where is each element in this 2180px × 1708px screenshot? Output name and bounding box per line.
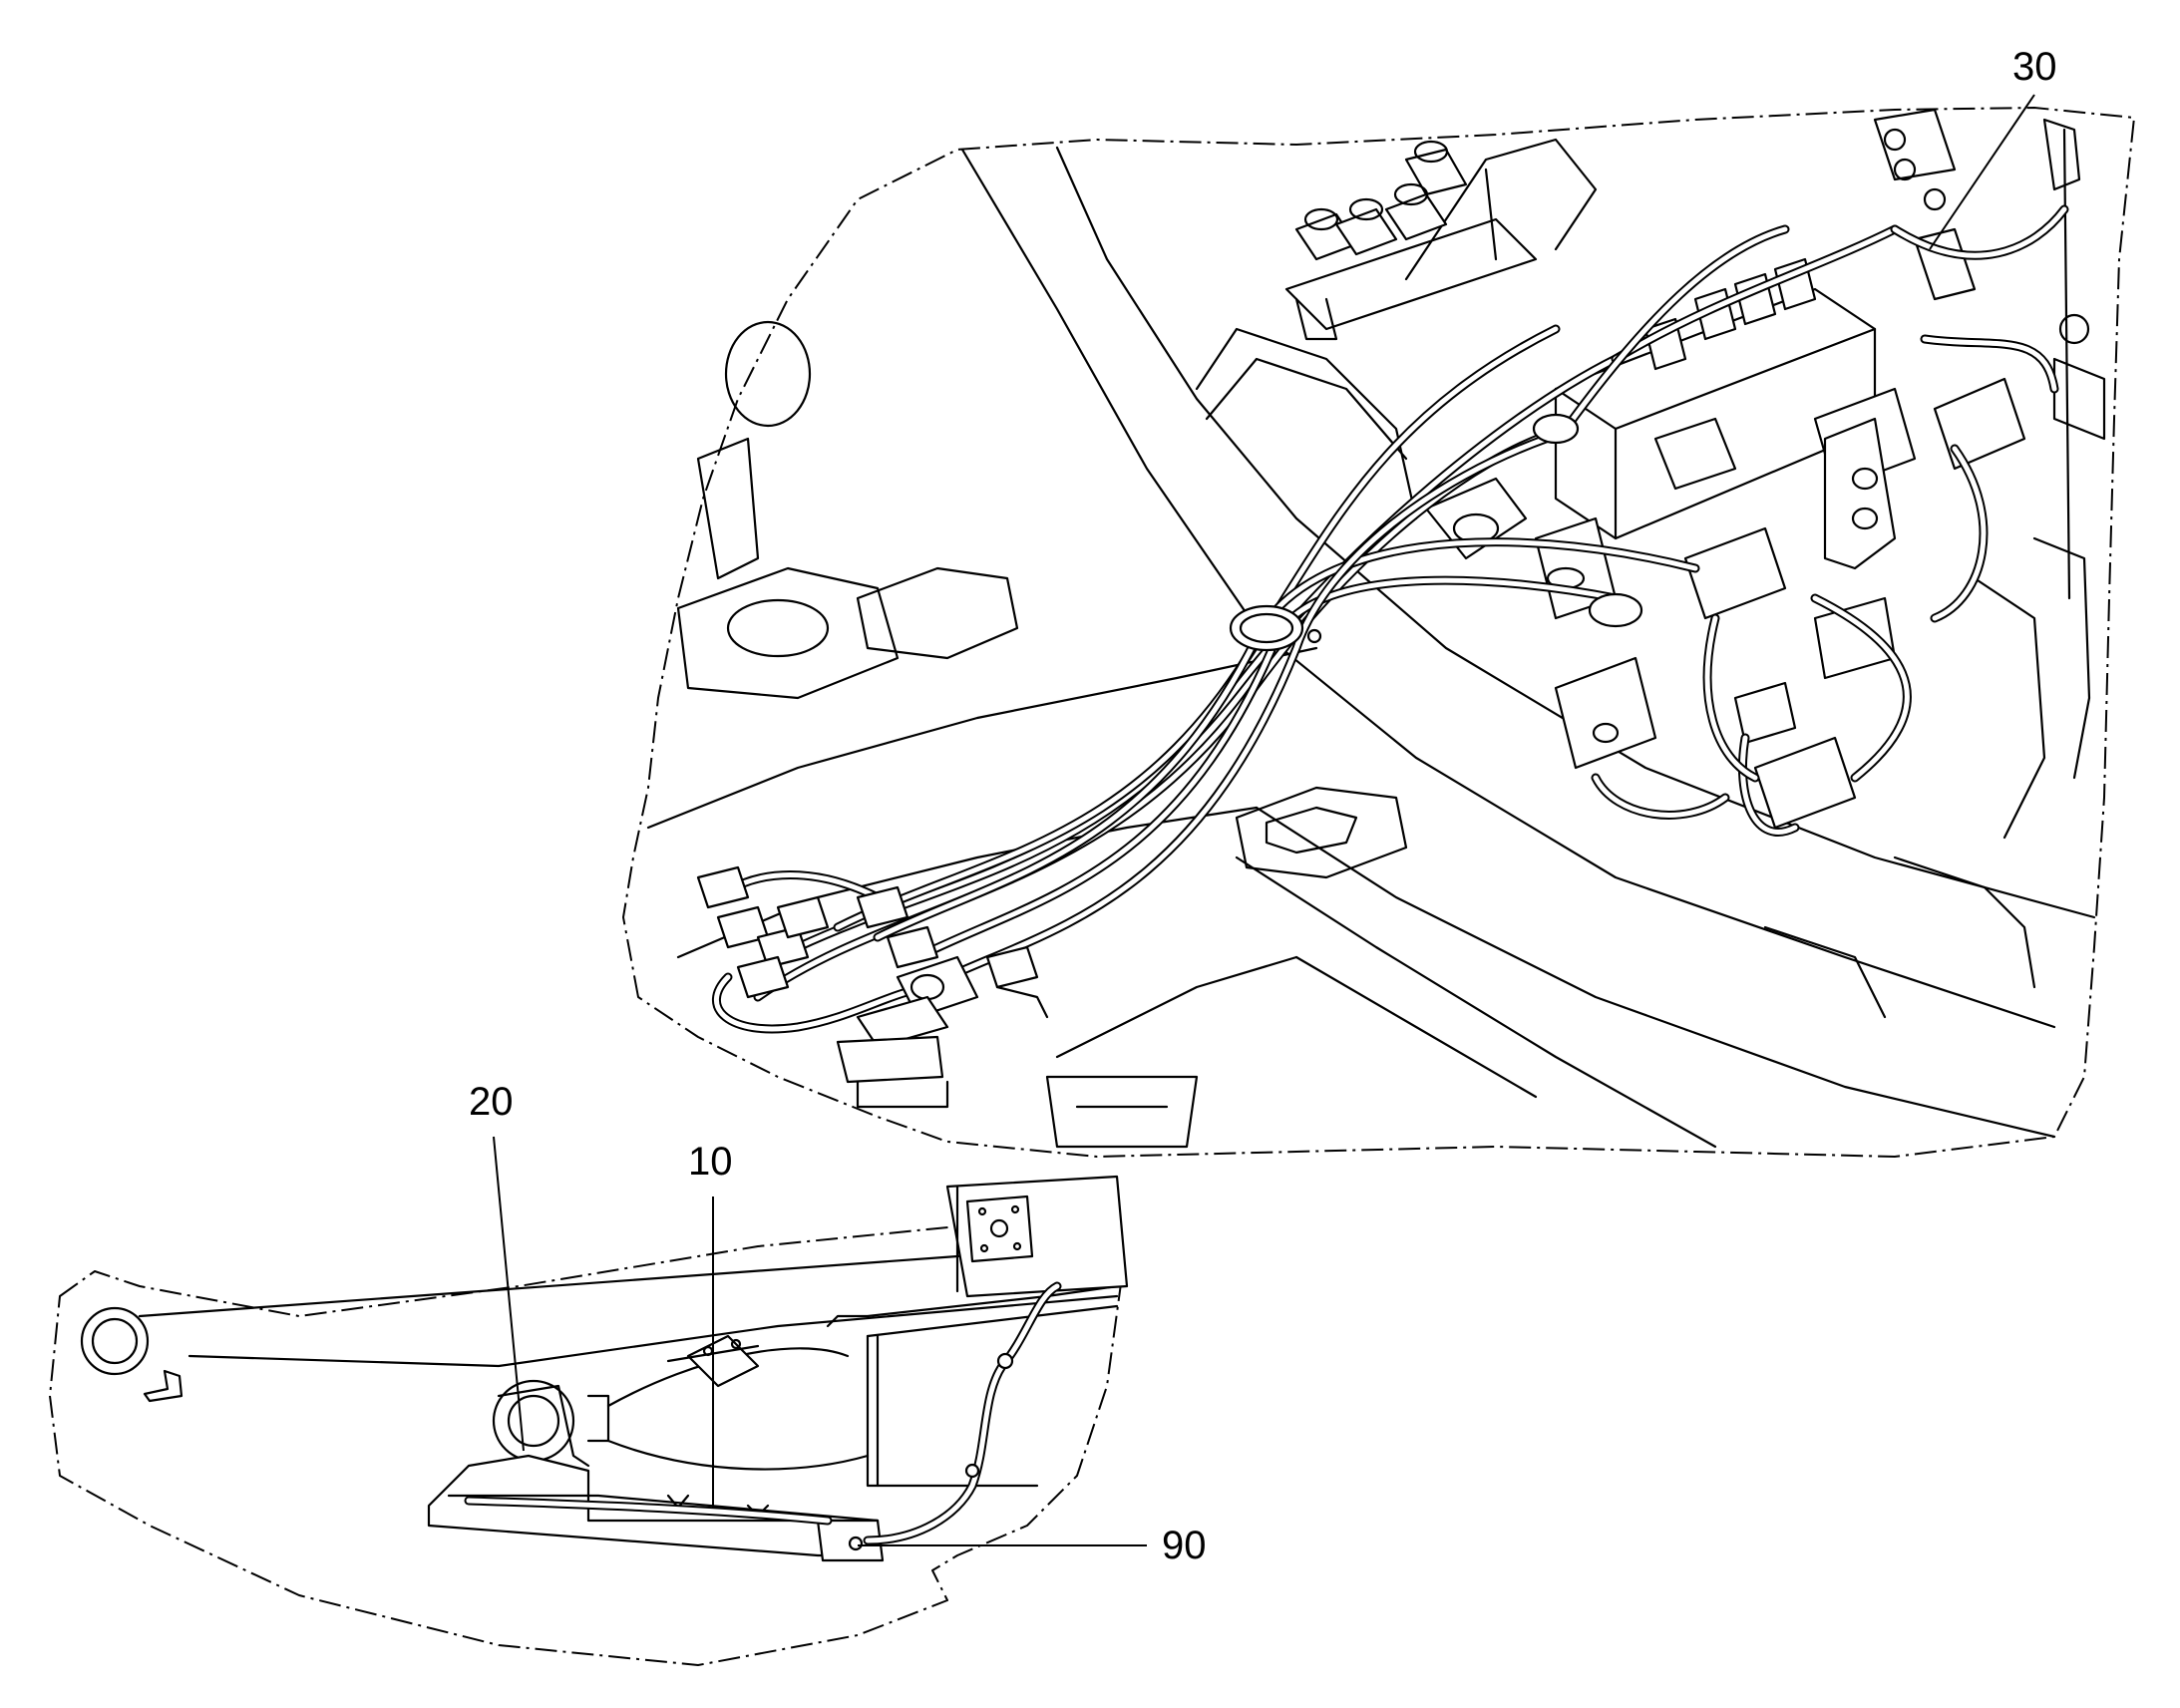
callout-labels: 30 20 10 90 (469, 45, 2057, 1567)
boom-arm (80, 1175, 1129, 1488)
boom-skid-plate (427, 1454, 885, 1562)
callout-10: 10 (688, 1140, 733, 1184)
valve-bracket (1284, 138, 1598, 341)
callout-20: 20 (469, 1080, 514, 1124)
hydraulic-hose-bundle (712, 204, 2069, 1034)
leader-20 (493, 1136, 525, 1452)
callout-90: 90 (1162, 1524, 1207, 1567)
chassis-frame (646, 146, 2096, 1149)
lower-detail-view (49, 1175, 1129, 1666)
sensor-cable (464, 1281, 1062, 1545)
upper-detail-view (622, 107, 2135, 1158)
callout-30: 30 (2012, 45, 2057, 89)
hose-fittings-cluster (696, 865, 1049, 1109)
leader-30 (1929, 94, 2035, 250)
callout-leaders (493, 94, 2035, 1546)
